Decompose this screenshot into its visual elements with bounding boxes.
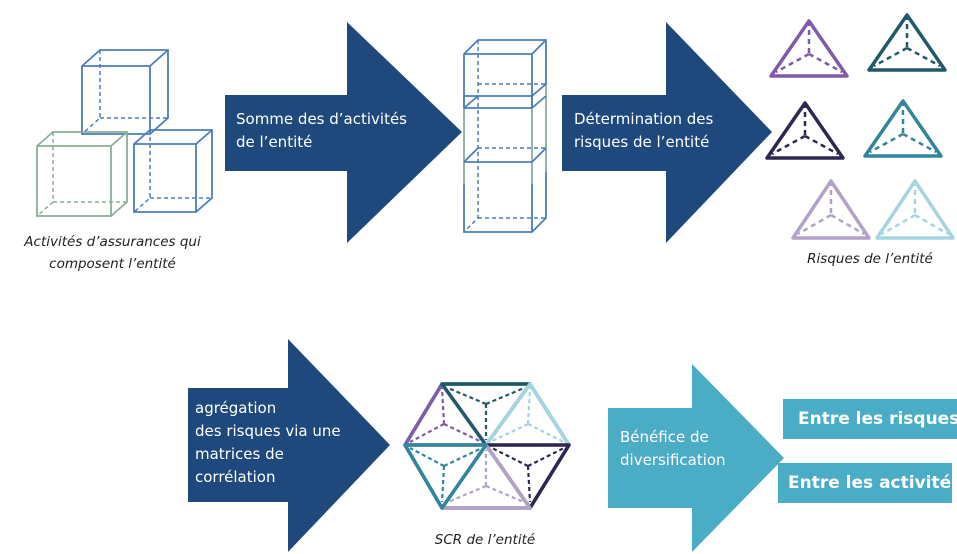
tetrahedron-icon [875,179,955,240]
tetrahedron-icon [765,101,845,160]
sum-arrow [225,22,462,243]
tetrahedron-icon [867,13,947,72]
diversification-arrow [608,364,784,552]
activities-caption: Activités d’assurances qui composent l’e… [24,234,201,272]
between-risks-box: Entre les risques [783,399,957,439]
between-activities-box: Entre les activités [778,463,952,503]
hexagon-icon [403,382,571,510]
stacked-cubes [463,39,547,233]
aggregation-arrow [188,339,390,552]
tetrahedron-icon [769,19,849,78]
scr-caption: SCR de l’entité [434,532,536,548]
cube-icon [81,49,169,135]
tetrahedron-icon [863,99,943,158]
risks-caption: Risques de l’entité [807,251,933,267]
risk-determination-arrow [562,22,772,243]
tetrahedron-icon [791,179,871,240]
diversification-arrow-label: Bénéfice de diversification [620,428,726,469]
risk-determination-arrow-label: Détermination des risques de l’entité [574,110,714,151]
aggregation-arrow-label: agrégation des risques via une matrices … [195,399,341,486]
cube-icon [133,129,213,213]
cube-icon [36,131,128,217]
sum-arrow-label: Somme des d’activités de l’entité [236,110,407,151]
